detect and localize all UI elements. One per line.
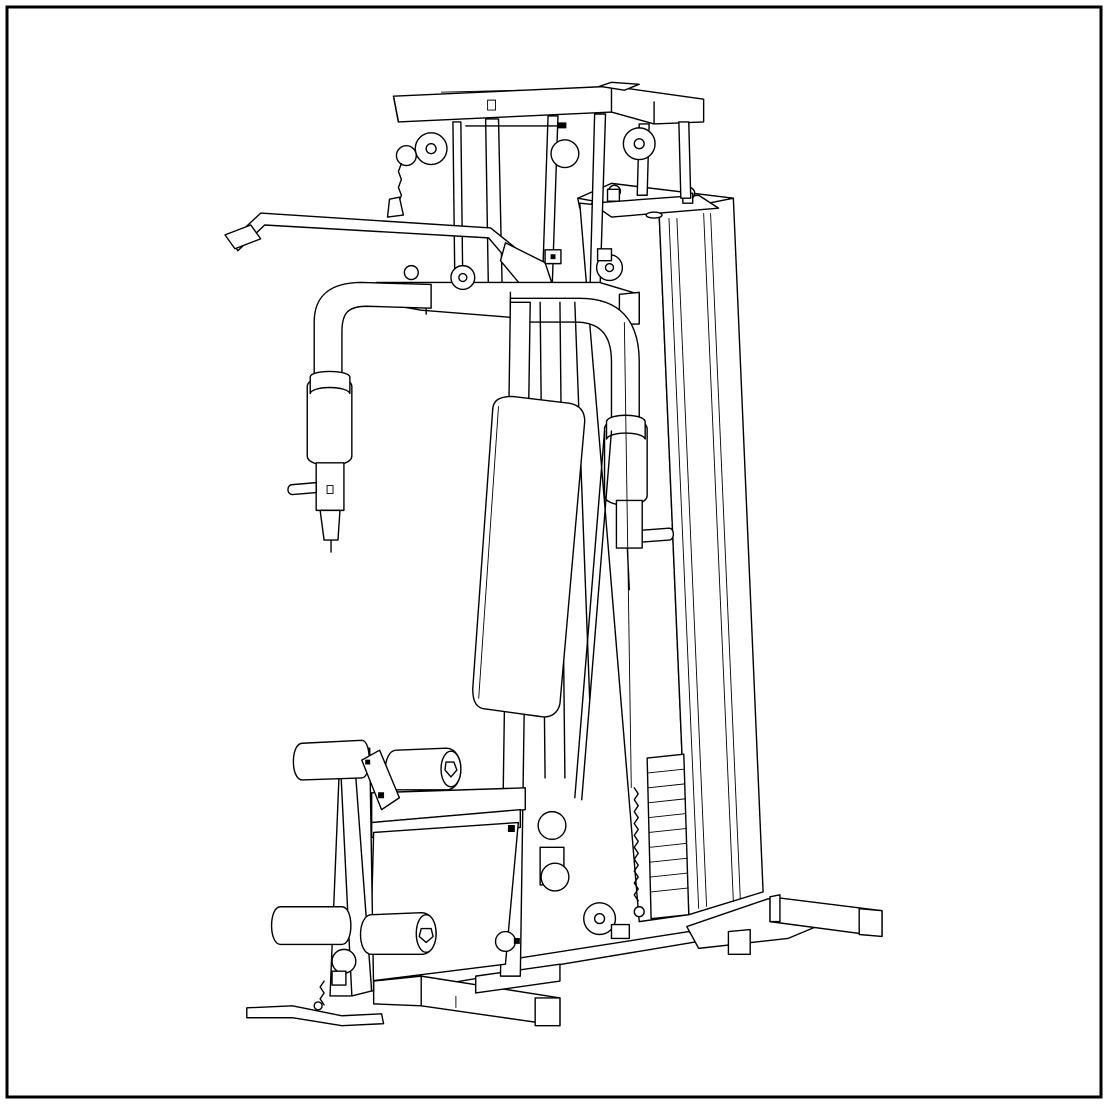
weight-stack-tower [578,183,763,921]
home-gym-machine-icon [5,5,1103,1099]
low-pulleys [332,812,629,985]
base-frame [372,895,882,1026]
weight-plates [647,754,689,918]
back-pad [473,396,585,717]
illustration-frame [5,5,1103,1099]
press-arms [288,249,673,590]
floor-handle [247,981,384,1026]
lat-pulldown-bar [225,213,555,292]
seat-assembly [272,740,526,996]
page-border [7,7,1101,1097]
